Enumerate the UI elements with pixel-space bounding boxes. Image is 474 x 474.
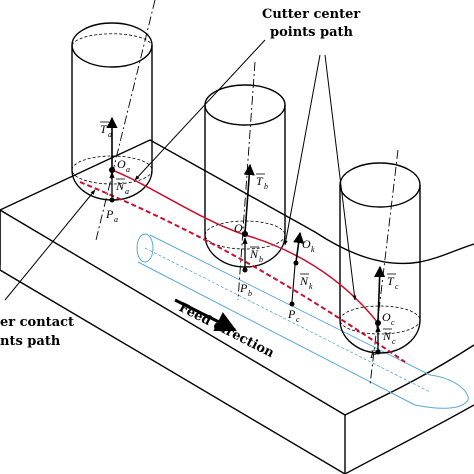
svg-text:O: O [382, 310, 391, 324]
label-feed-direction: Feed direction [176, 300, 277, 361]
label-cutter-contact-line1: er contact [0, 315, 74, 330]
svg-text:O: O [302, 237, 311, 251]
svg-text:b: b [243, 229, 247, 238]
point-p-c [375, 349, 381, 355]
svg-text:c: c [296, 315, 300, 324]
svg-text:c: c [391, 318, 395, 327]
point-o-c [375, 320, 381, 326]
axis-b [237, 61, 256, 301]
svg-text:P: P [369, 347, 378, 361]
axis-c [369, 149, 399, 386]
svg-text:T: T [100, 122, 108, 136]
svg-text:c: c [392, 337, 396, 346]
svg-text:b: b [264, 182, 268, 191]
svg-text:P: P [239, 281, 248, 295]
pointer-center-path-2 [283, 54, 321, 246]
label-cutter-contact-line2: nts path [0, 334, 61, 349]
vector-t-k [293, 231, 305, 263]
svg-text:a: a [108, 130, 112, 139]
vector-t-c [374, 265, 386, 323]
label-cutter-center-line2: points path [270, 25, 354, 40]
cutter-contact-path [79, 181, 406, 363]
svg-text:T: T [387, 274, 395, 288]
svg-text:N: N [299, 274, 309, 288]
vector-overbars [100, 121, 396, 330]
svg-text:N: N [382, 329, 392, 343]
vector-n-k [291, 264, 296, 303]
point-p-k [289, 301, 295, 307]
point-o-k [293, 260, 299, 266]
svg-text:a: a [126, 165, 130, 174]
point-p-b [242, 267, 248, 273]
svg-text:a: a [114, 215, 118, 224]
label-cutter-center-line1: Cutter center [262, 7, 360, 22]
workpiece-block [0, 139, 474, 474]
axis-a [95, 0, 156, 241]
svg-text:N: N [249, 247, 259, 261]
svg-text:T: T [256, 174, 264, 188]
svg-text:P: P [287, 307, 296, 321]
svg-text:c: c [395, 282, 399, 291]
svg-text:O: O [234, 221, 243, 235]
point-o-a [109, 167, 115, 173]
svg-text:b: b [259, 255, 263, 264]
pointer-center-path-3 [324, 54, 357, 301]
svg-text:P: P [105, 207, 114, 221]
vector-t-b [243, 163, 255, 234]
point-p-a [109, 197, 115, 203]
svg-text:a: a [125, 187, 129, 196]
svg-text:b: b [248, 289, 252, 298]
pointer-contact-path [4, 189, 96, 301]
feed-direction-arrow [174, 298, 237, 332]
svg-text:N: N [115, 179, 125, 193]
symbol-p-c: P [369, 347, 378, 361]
svg-text:k: k [311, 245, 315, 254]
point-o-b [242, 231, 248, 237]
pointer-center-path-1 [134, 39, 266, 181]
svg-text:k: k [309, 282, 313, 291]
svg-text:O: O [117, 157, 126, 171]
